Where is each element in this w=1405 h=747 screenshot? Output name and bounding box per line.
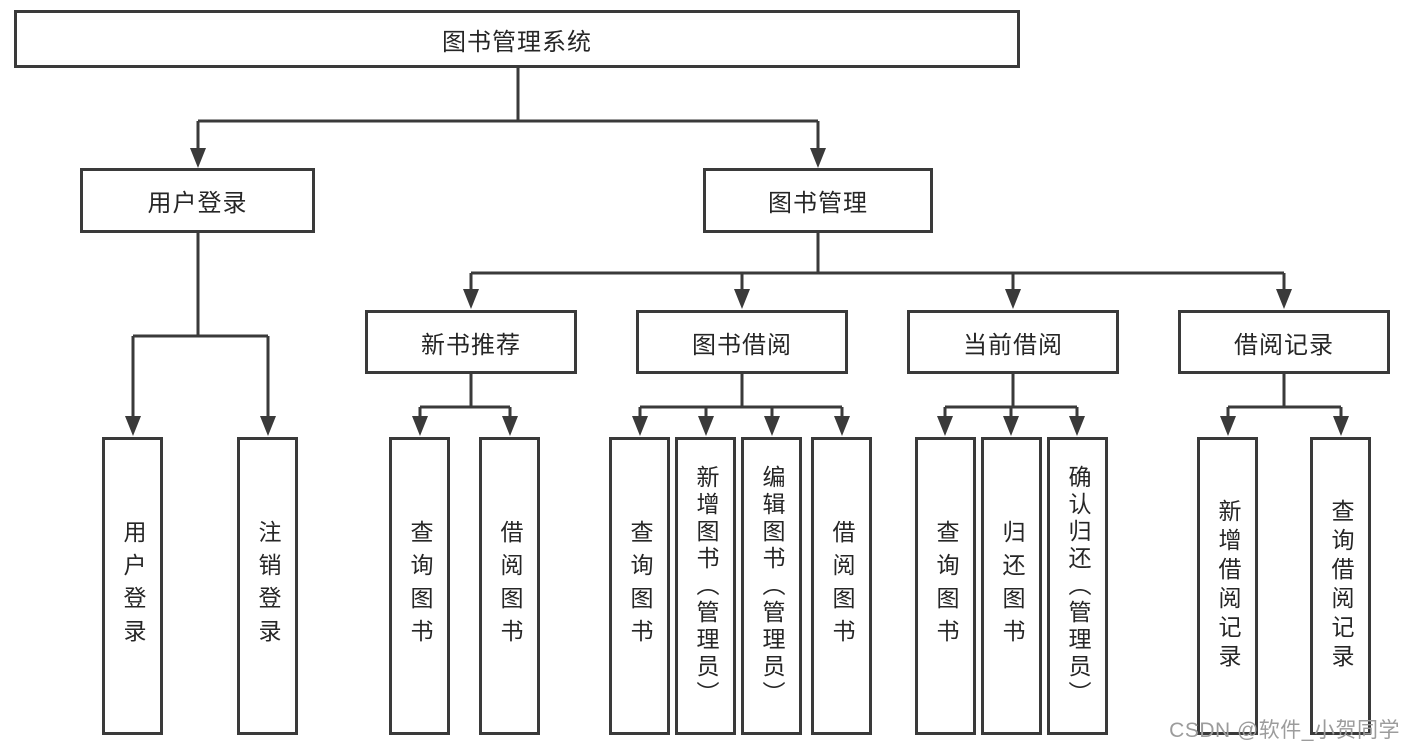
leaf-user-login: 用户登录	[102, 437, 163, 735]
leaf-query-books-current: 查询图书	[915, 437, 976, 735]
leaf-query-borrow-record: 查询借阅记录	[1310, 437, 1371, 735]
leaf-borrow-books-recommend: 借阅图书	[479, 437, 540, 735]
leaf-confirm-return-admin: 确认归还（管理员）	[1047, 437, 1108, 735]
node-book-management: 图书管理	[703, 168, 933, 233]
node-book-borrowing: 图书借阅	[636, 310, 848, 374]
csdn-watermark: CSDN @软件_小贺同学	[1169, 719, 1400, 742]
leaf-return-book: 归还图书	[981, 437, 1042, 735]
node-new-book-recommendation: 新书推荐	[365, 310, 577, 374]
node-current-borrowing: 当前借阅	[907, 310, 1119, 374]
node-root-system: 图书管理系统	[14, 10, 1020, 68]
leaf-query-books-recommend: 查询图书	[389, 437, 450, 735]
node-borrowing-records: 借阅记录	[1178, 310, 1390, 374]
leaf-add-book-admin: 新增图书（管理员）	[675, 437, 736, 735]
leaf-add-borrow-record: 新增借阅记录	[1197, 437, 1258, 735]
node-user-login: 用户登录	[80, 168, 315, 233]
leaf-edit-book-admin: 编辑图书（管理员）	[741, 437, 802, 735]
leaf-borrow-books: 借阅图书	[811, 437, 872, 735]
leaf-logout: 注销登录	[237, 437, 298, 735]
leaf-query-books-borrow: 查询图书	[609, 437, 670, 735]
